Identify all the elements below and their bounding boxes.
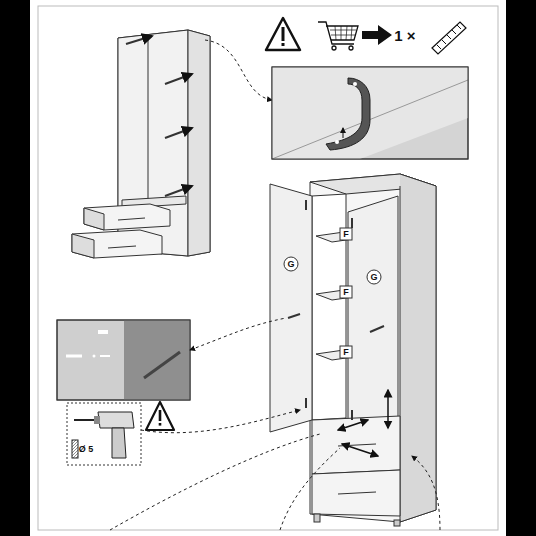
part-letter: G (287, 260, 294, 269)
drill-icon (67, 403, 141, 465)
leader-line (280, 448, 340, 530)
part-letter: F (343, 288, 349, 297)
big-arrow (362, 25, 392, 45)
leader-line (190, 318, 286, 350)
warning-icon (146, 402, 174, 430)
adjust-arrows (338, 390, 388, 456)
warning-icon (266, 18, 300, 50)
quantity-label: 1 × (394, 28, 415, 43)
wall-strap-inset (272, 67, 468, 159)
callout-circles (284, 228, 381, 358)
part-letter: F (343, 348, 349, 357)
leader-line (110, 434, 320, 530)
leader-line (205, 40, 272, 100)
dowel-icon (432, 22, 466, 54)
cart-icon (318, 22, 358, 50)
small-cabinet (72, 30, 210, 258)
main-cabinet (270, 174, 436, 526)
page-frame (38, 6, 498, 530)
side-bar (506, 0, 536, 536)
drill-diameter: Ø 5 (79, 445, 94, 454)
leader-line (141, 410, 300, 433)
handle-inset (57, 320, 190, 400)
part-letter: F (343, 230, 349, 239)
side-bar (0, 0, 30, 536)
part-letter: G (370, 273, 377, 282)
leader-line (412, 456, 440, 530)
